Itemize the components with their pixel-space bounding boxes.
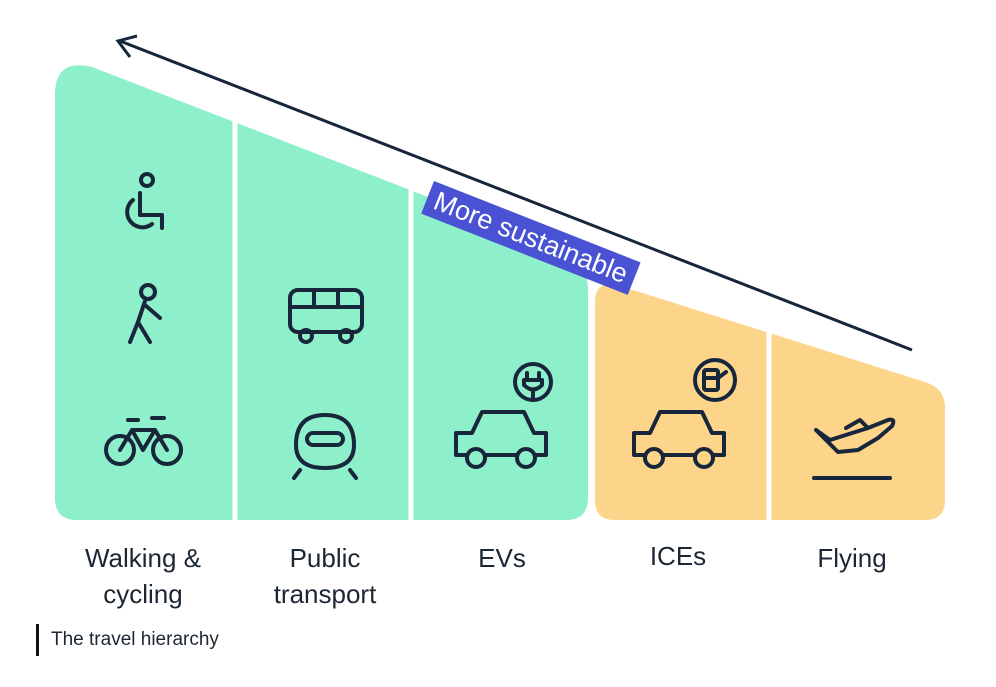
plug-icon: [513, 362, 553, 402]
label-ices: ICEs: [649, 541, 707, 571]
bicycle-icon: [104, 416, 183, 466]
label-walking-cycling: Walking & cycling: [84, 543, 202, 609]
sustainability-arrow: [115, 34, 913, 352]
wheelchair-icon: [125, 172, 164, 230]
bus-icon: [288, 288, 364, 344]
label-evs: EVs: [478, 543, 526, 573]
walking-icon: [128, 283, 162, 344]
label-flying: Flying: [817, 543, 887, 573]
ev-car-icon: [454, 410, 548, 469]
train-icon: [292, 413, 358, 480]
fuel-pump-icon: [693, 358, 737, 402]
column-dividers: [232, 60, 772, 522]
ice-car-icon: [632, 410, 726, 469]
plane-takeoff-icon: [812, 417, 896, 480]
sustainable-block: [55, 65, 588, 520]
caption: The travel hierarchy: [36, 624, 219, 656]
label-public-transport: Public transport: [273, 543, 377, 609]
